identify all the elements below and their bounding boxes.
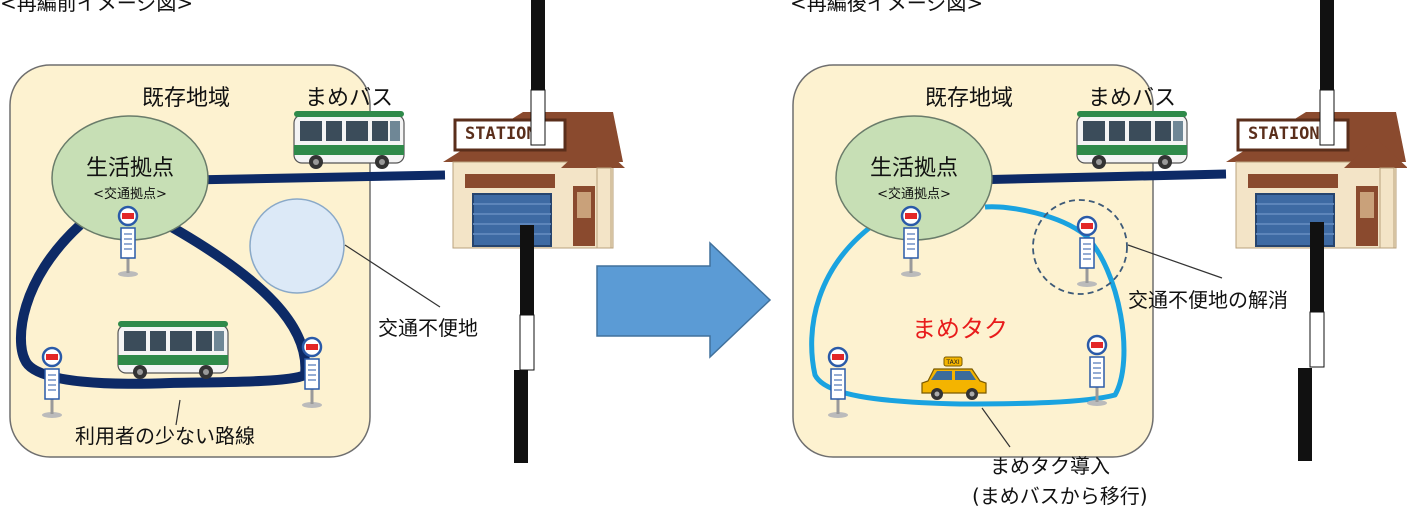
living-hub-sub-left: <交通拠点> bbox=[93, 186, 167, 202]
bus-route-to-station-left bbox=[189, 170, 446, 185]
bus-label-right: まめバス bbox=[1088, 86, 1176, 111]
low-use-route-label: 利用者の少ない路線 bbox=[75, 424, 255, 448]
bus-route-to-station-right bbox=[969, 169, 1227, 185]
bus-icon-top-right bbox=[1076, 110, 1188, 170]
low-use-leader-line bbox=[175, 399, 181, 426]
low-use-bus-route bbox=[15, 210, 311, 389]
station-sign-right: STATION bbox=[1248, 124, 1320, 144]
bus-label-left: まめバス bbox=[305, 86, 393, 111]
taxi-intro-sub-label: (まめバスから移行) bbox=[972, 484, 1148, 508]
after-heading: <再編後イメージ図> bbox=[790, 0, 983, 15]
taxi-sign: TAXI bbox=[945, 359, 959, 366]
before-panel: <再編前イメージ図> 既存地域 生活拠点 <交通拠点> まめバス STATION… bbox=[0, 0, 627, 463]
station-sign-left: STATION bbox=[465, 124, 537, 144]
railway-icon-right bbox=[1309, 221, 1325, 368]
bus-icon-loop-left bbox=[117, 320, 229, 380]
after-panel: <再編後イメージ図> 既存地域 生活拠点 <交通拠点> まめバス まめタク TA… bbox=[790, 0, 1407, 508]
resolved-label: 交通不便地の解消 bbox=[1128, 288, 1288, 312]
inconvenient-label: 交通不便地 bbox=[378, 316, 478, 340]
railway-icon-right bbox=[1319, 0, 1335, 146]
existing-area-label-left: 既存地域 bbox=[142, 86, 230, 111]
resolved-leader-line bbox=[1127, 244, 1223, 279]
railway-icon-right bbox=[1298, 368, 1312, 461]
before-heading: <再編前イメージ図> bbox=[0, 0, 193, 15]
inconvenient-area-circle bbox=[249, 198, 345, 294]
intro-leader-line bbox=[981, 407, 1011, 448]
bus-icon-top-left bbox=[293, 110, 405, 170]
existing-area-label-right: 既存地域 bbox=[925, 86, 1013, 111]
resolved-area-circle bbox=[1032, 199, 1128, 295]
living-hub-title-right: 生活拠点 bbox=[870, 156, 958, 181]
living-hub-title-left: 生活拠点 bbox=[86, 156, 174, 181]
taxi-label: まめタク bbox=[912, 315, 1008, 343]
railway-icon-left bbox=[519, 224, 535, 371]
railway-icon-left bbox=[514, 370, 528, 463]
living-hub-sub-right: <交通拠点> bbox=[877, 186, 951, 202]
taxi-icon: TAXI bbox=[921, 356, 987, 400]
railway-icon-left bbox=[530, 0, 546, 146]
taxi-intro-label: まめタク導入 bbox=[990, 454, 1110, 478]
transition-arrow-icon bbox=[596, 241, 772, 359]
inconvenient-leader-line bbox=[344, 244, 441, 308]
